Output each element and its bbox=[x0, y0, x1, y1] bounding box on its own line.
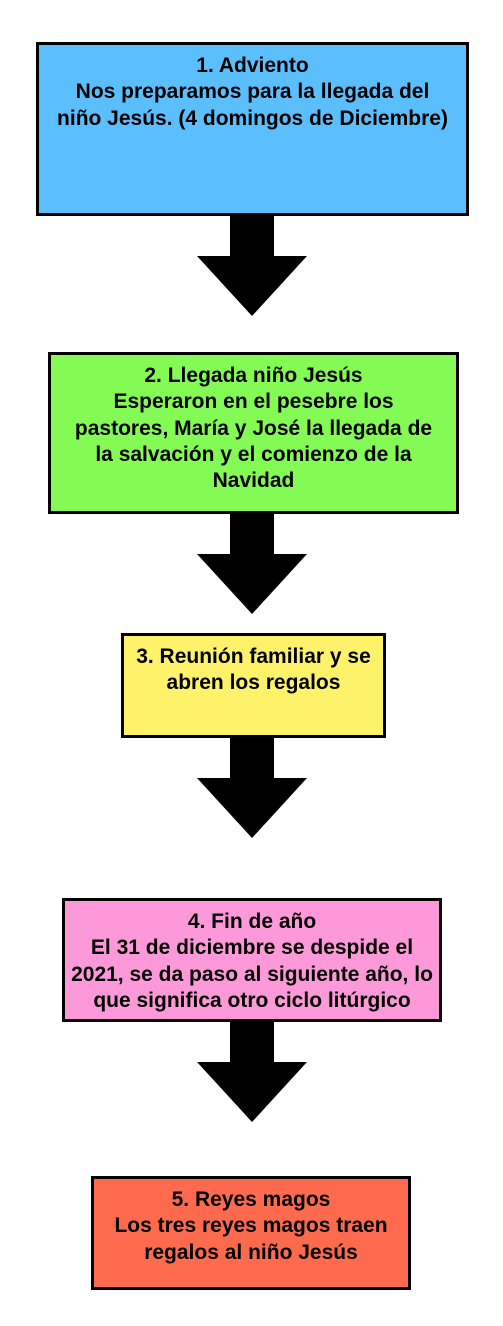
step-1-title: 1. Adviento bbox=[196, 54, 309, 77]
step-1-line-1: Nos preparamos para la llegada del bbox=[75, 80, 430, 104]
arrow-4-shape bbox=[197, 1022, 307, 1122]
step-5-box: 5. Reyes magos Los tres reyes magos trae… bbox=[91, 1176, 411, 1290]
arrow-down-icon bbox=[197, 514, 307, 614]
step-4-line-1: El 31 de diciembre se despide el bbox=[90, 936, 414, 960]
step-5-title: 5. Reyes magos bbox=[171, 1188, 331, 1211]
step-3-box: 3. Reunión familiar y se abren los regal… bbox=[121, 633, 386, 738]
step-2-line-4: Navidad bbox=[212, 469, 295, 492]
step-2-line-2: pastores, María y José la llegada de bbox=[74, 416, 433, 440]
step-2-title: 2. Llegada niño Jesús bbox=[144, 364, 363, 387]
step-5-line-1: Los tres reyes magos traen bbox=[114, 1214, 388, 1238]
step-4-title: 4. Fin de año bbox=[187, 910, 317, 933]
arrow-down-icon bbox=[197, 1022, 307, 1122]
step-4-line-3: que significa otro ciclo litúrgico bbox=[93, 988, 411, 1012]
step-3-line-1: abren los regalos bbox=[166, 671, 341, 695]
arrow-3-shape bbox=[197, 738, 307, 838]
arrow-1-shape bbox=[197, 216, 307, 316]
step-4-line-2: 2021, se da paso al siguiente año, lo bbox=[71, 962, 433, 986]
arrow-down-icon bbox=[197, 216, 307, 316]
arrow-2-shape bbox=[197, 514, 307, 614]
step-5-line-2: regalos al niño Jesús bbox=[144, 1240, 358, 1264]
step-2-box: 2. Llegada niño Jesús Esperaron en el pe… bbox=[48, 352, 459, 514]
step-1-line-2: niño Jesús. (4 domingos de Diciembre) bbox=[57, 106, 448, 130]
step-1-box: 1. Adviento Nos preparamos para la llega… bbox=[36, 42, 469, 216]
arrow-down-icon bbox=[197, 738, 307, 838]
step-2-line-1: Esperaron en el pesebre los bbox=[113, 390, 394, 414]
step-2-line-3: la salvación y el comienzo de la bbox=[95, 442, 412, 466]
step-4-box: 4. Fin de año El 31 de diciembre se desp… bbox=[62, 898, 442, 1022]
step-3-title: 3. Reunión familiar y se bbox=[136, 645, 371, 668]
